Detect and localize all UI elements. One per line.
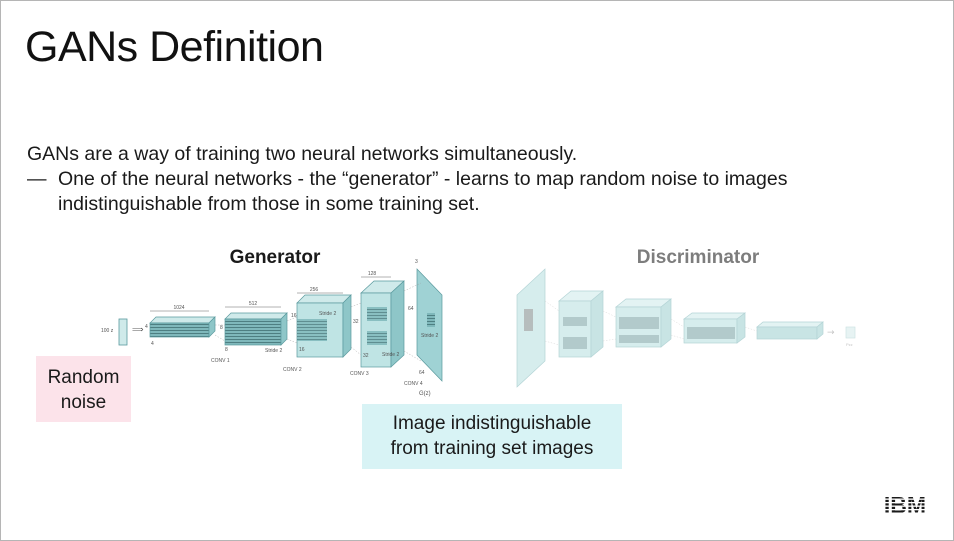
generator-block-4: 128 32 32 Stride 2 CONV 3 <box>350 271 405 377</box>
image-line-2: from training set images <box>390 438 594 459</box>
conv2-label: CONV 2 <box>283 367 302 373</box>
dim-8a: 8 <box>220 325 223 331</box>
conv4-label: CONV 4 <box>404 381 423 387</box>
dim-64b: 64 <box>419 370 425 376</box>
generator-network: 100 z ⟹ 1024 4 4 512 8 8 <box>101 259 443 397</box>
discriminator-block-1 <box>558 290 604 358</box>
noise-line-2: noise <box>60 392 107 413</box>
bullet-text: One of the neural networks - the “genera… <box>58 168 788 190</box>
stride-label-2: Stride 2 <box>319 311 336 317</box>
generator-output: 3 64 64 Stride 2 CONV 4 G(z) <box>404 259 443 397</box>
dim-256: 256 <box>310 287 319 293</box>
ibm-logo-text: IBM <box>884 492 926 518</box>
bullet-dash: — <box>27 168 47 190</box>
random-noise-callout: Random noise <box>36 356 131 422</box>
stride-label-3: Stride 2 <box>382 352 399 358</box>
generator-block-2: 512 8 8 Stride 2 CONV 1 <box>211 301 288 364</box>
conv3-label: CONV 3 <box>350 371 369 377</box>
generated-image-callout: Image indistinguishable from training se… <box>362 404 622 469</box>
output-label: G(z) <box>419 391 431 397</box>
disc-arrow-icon: → <box>827 328 835 338</box>
conv1-label: CONV 1 <box>211 358 230 364</box>
disc-output-label: Pzz <box>846 342 853 347</box>
stride-label-4: Stride 2 <box>421 333 438 339</box>
discriminator-block-4 <box>756 321 824 340</box>
dim-16b: 16 <box>299 347 305 353</box>
body-line: GANs are a way of training two neural ne… <box>27 143 578 165</box>
noise-line-1: Random <box>47 367 120 388</box>
dim-4b: 4 <box>151 341 154 347</box>
generator-connectors <box>214 282 422 362</box>
dim-128: 128 <box>368 271 377 277</box>
input-label: 100 z <box>101 328 114 334</box>
dim-32b: 32 <box>363 353 369 359</box>
dim-512: 512 <box>249 301 258 307</box>
generator-block-1: 1024 4 4 <box>145 305 216 347</box>
bullet-continuation: indistinguishable from those in some tra… <box>58 193 480 215</box>
discriminator-network: → Pzz <box>516 268 856 388</box>
dim-16a: 16 <box>291 313 297 319</box>
discriminator-label: Discriminator <box>637 247 760 268</box>
disc-output-node <box>845 326 856 339</box>
input-vector <box>118 318 128 346</box>
gan-diagram: Generator Discriminator 100 z ⟹ 1024 4 4 <box>101 247 856 397</box>
dim-32a: 32 <box>353 319 359 325</box>
generator-block-3: 256 16 16 Stride 2 CONV 2 <box>283 287 352 373</box>
slide-title: GANs Definition <box>25 23 324 71</box>
ibm-logo: IBM <box>884 492 926 518</box>
dim-4a: 4 <box>145 324 148 330</box>
stride-label-1: Stride 2 <box>265 348 282 354</box>
generator-label: Generator <box>230 247 321 268</box>
dim-3: 3 <box>415 259 418 265</box>
discriminator-block-3 <box>682 312 747 344</box>
discriminator-block-2 <box>615 298 672 348</box>
dim-64a: 64 <box>408 306 414 312</box>
dim-1024: 1024 <box>173 305 184 311</box>
image-line-1: Image indistinguishable <box>392 413 592 434</box>
dim-8b: 8 <box>225 347 228 353</box>
project-arrow-icon: ⟹ <box>132 325 144 334</box>
